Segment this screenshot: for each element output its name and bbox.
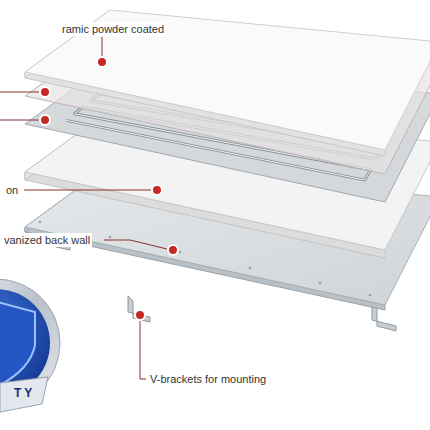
- warranty-badge: [0, 279, 60, 412]
- callout-label: ramic powder coated: [60, 22, 166, 36]
- ceramic-plate: [25, 10, 430, 156]
- callout-label: on: [4, 183, 20, 197]
- callout-label: vanized back wall: [2, 233, 92, 247]
- badge-text: TY: [12, 386, 37, 400]
- callout-label: V-brackets for mounting: [148, 372, 268, 386]
- callout-dot: [40, 57, 178, 320]
